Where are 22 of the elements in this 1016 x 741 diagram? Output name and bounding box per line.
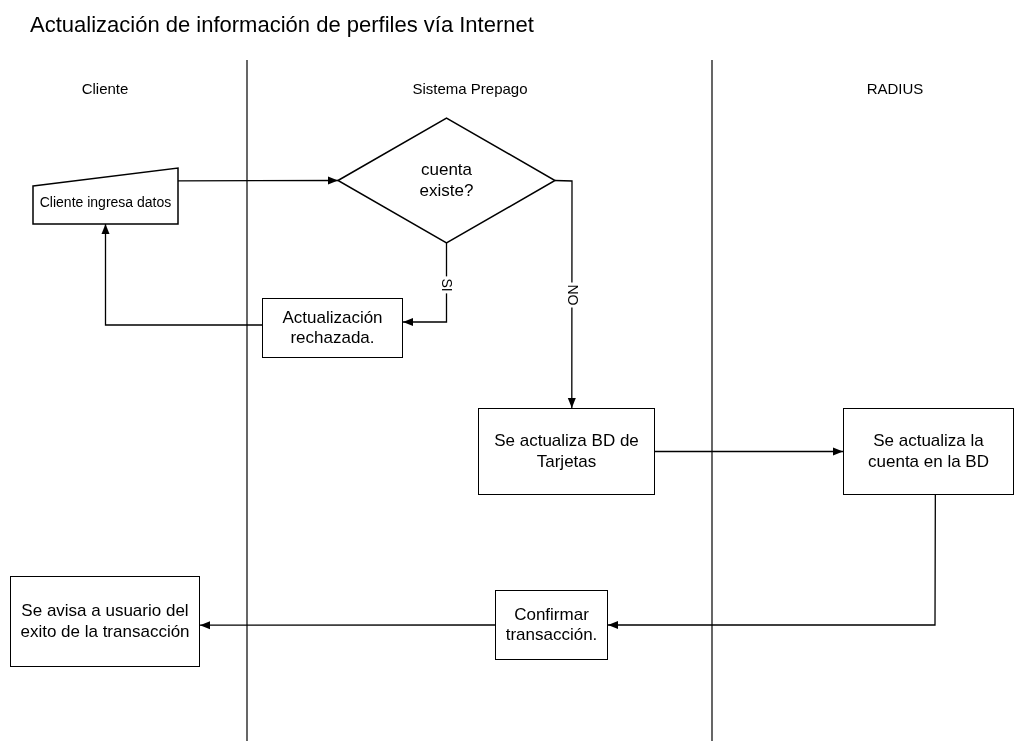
node-text: Cliente ingresa datos [39,193,172,211]
arrow [554,179,576,409]
arrow [101,223,263,326]
node-text: Se actualiza BD de Tarjetas [493,431,640,472]
lane-header: Sistema Prepago [412,80,528,97]
node-text: Actualización rechazada. [281,307,384,349]
arrow [402,242,448,327]
process-box [10,576,200,667]
node-text: Se actualiza la cuenta en la BD [867,431,990,472]
process-box [262,298,403,358]
diagram-title: Actualización de información de perfiles vía Internet [30,12,534,38]
node-text: Se avisa a usuario del exito de la transacción [19,601,191,642]
node-text: cuenta existe? [418,160,475,201]
lane-header: RADIUS [866,80,924,97]
node-text: Confirmar transacción. [504,604,599,646]
lane-header: Cliente [81,80,129,97]
process-box [843,408,1014,495]
process-box [478,408,655,495]
arrow [199,621,496,630]
arrow [654,447,844,456]
arrow [607,494,936,630]
process-box [495,590,608,660]
